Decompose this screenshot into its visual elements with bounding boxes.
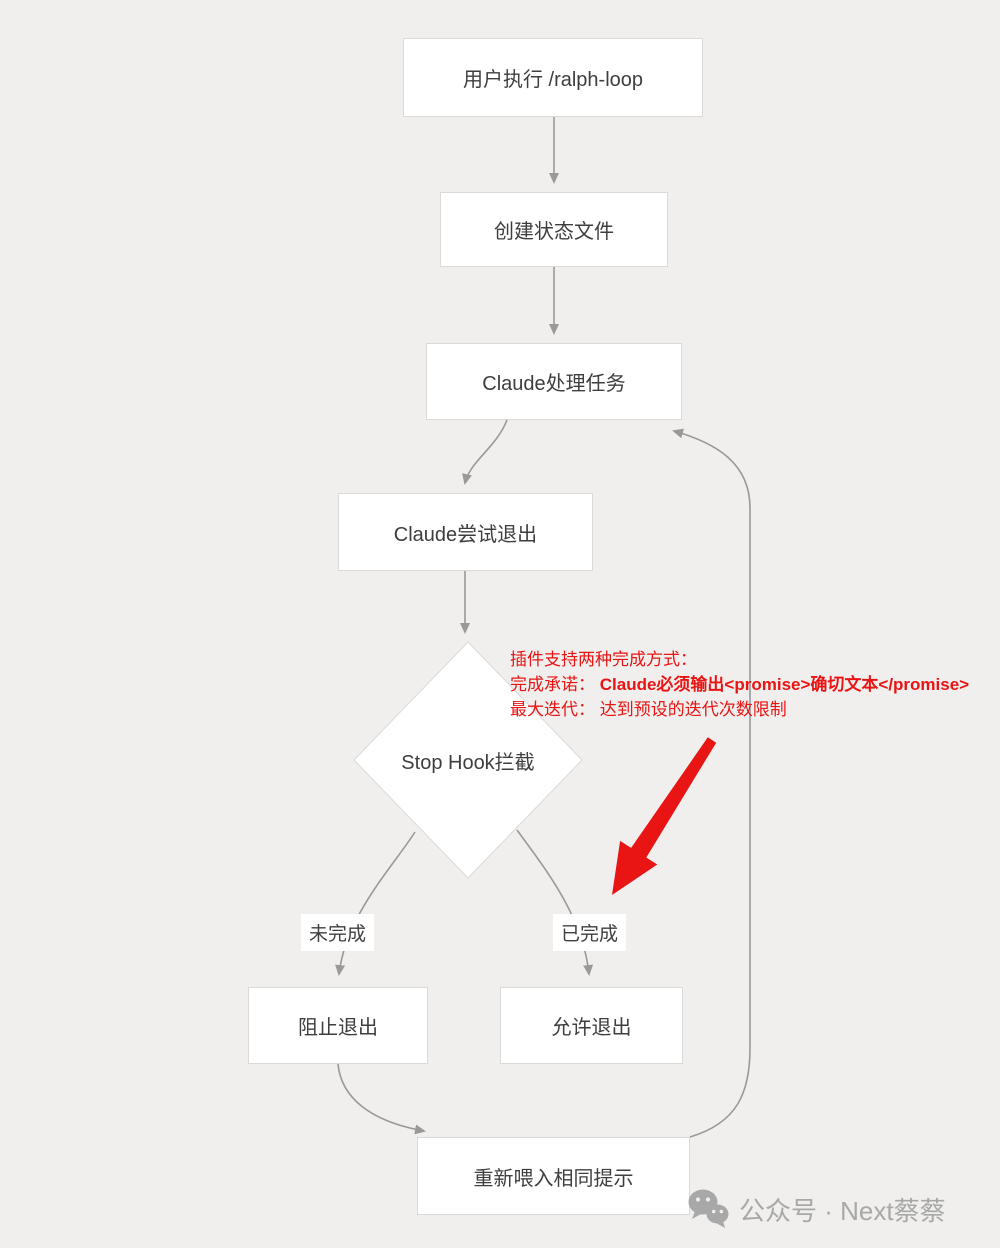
annotation-line-2-prefix: 完成承诺： xyxy=(510,675,600,694)
node-try-exit: Claude尝试退出 xyxy=(338,493,593,571)
node-create-state: 创建状态文件 xyxy=(440,192,668,267)
edge-label-not-done: 未完成 xyxy=(301,914,374,951)
node-stop-hook-diamond xyxy=(353,641,583,879)
watermark-text: 公众号 · Next蔡蔡 xyxy=(739,1195,946,1226)
red-annotation: 插件支持两种完成方式： 完成承诺： Claude必须输出<promise>确切文… xyxy=(510,647,998,722)
watermark: 公众号 · Next蔡蔡 xyxy=(687,1188,946,1230)
edge-stophook-allow xyxy=(516,829,594,976)
node-start: 用户执行 /ralph-loop xyxy=(403,38,703,117)
red-annotation-arrow-icon xyxy=(612,737,717,895)
edge-process-tryexit xyxy=(462,419,508,485)
edge-refeed-process xyxy=(672,428,751,1138)
annotation-line-1: 插件支持两种完成方式： xyxy=(510,650,697,669)
node-stop-hook-label: Stop Hook拦截 xyxy=(401,752,535,774)
annotation-line-2-bold: Claude必须输出<promise>确切文本</promise> xyxy=(599,675,970,694)
annotation-line-2: 完成承诺： Claude必须输出<promise>确切文本</promise> xyxy=(510,672,998,697)
node-refeed: 重新喂入相同提示 xyxy=(417,1137,690,1215)
edge-stophook-block xyxy=(335,831,416,976)
annotation-line-3: 最大迭代： 达到预设的迭代次数限制 xyxy=(510,700,787,719)
node-block-exit: 阻止退出 xyxy=(248,987,428,1064)
node-process: Claude处理任务 xyxy=(426,343,682,420)
wechat-icon xyxy=(688,1189,729,1228)
edge-label-done: 已完成 xyxy=(553,914,626,951)
edge-block-refeed xyxy=(337,1063,426,1135)
node-allow-exit: 允许退出 xyxy=(500,987,683,1064)
